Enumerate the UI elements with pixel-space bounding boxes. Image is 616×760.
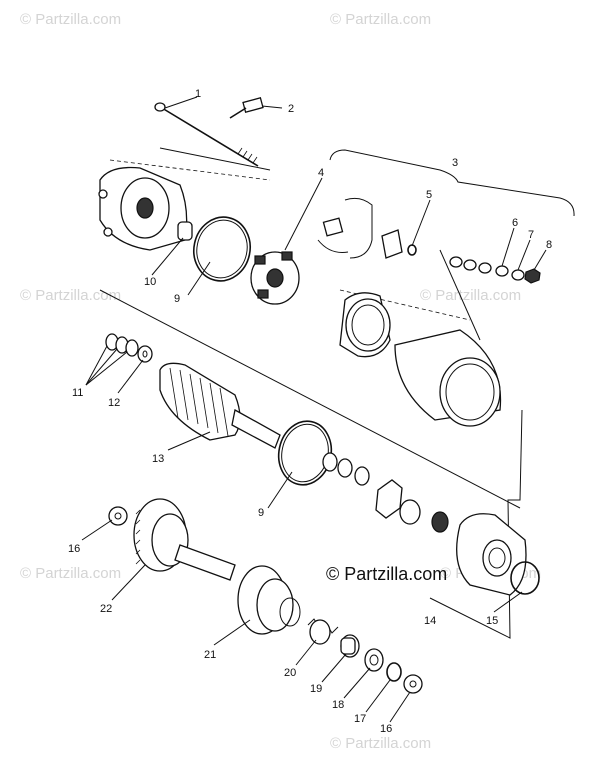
callout-3: 3 — [452, 157, 458, 169]
callout-14: 14 — [424, 615, 436, 627]
part-brush-holder — [250, 251, 300, 305]
callout-16-bottom: 16 — [380, 723, 392, 735]
watermark-layer: © Partzilla.com © Partzilla.com © Partzi… — [20, 11, 541, 752]
callout-8: 8 — [546, 239, 552, 251]
callout-21: 21 — [204, 649, 216, 661]
part-washers-11 — [105, 333, 139, 357]
callout-19: 19 — [310, 683, 322, 695]
part-o-ring-top — [193, 216, 251, 282]
watermark-top-left: © Partzilla.com — [20, 11, 121, 28]
part-bolt-2 — [229, 97, 264, 119]
part-through-bolt — [154, 102, 259, 167]
watermark-top-right: © Partzilla.com — [330, 11, 431, 28]
callout-16-top: 16 — [68, 543, 80, 555]
part-bearing-18 — [364, 648, 384, 672]
part-brush-cover — [339, 292, 391, 358]
part-yoke — [394, 329, 502, 427]
watermark-bottom-right: © Partzilla.com — [330, 735, 431, 752]
part-snap-ring-17 — [386, 662, 402, 682]
part-rear-housing — [98, 166, 193, 251]
callout-15: 15 — [486, 615, 498, 627]
part-washer-12 — [137, 345, 153, 363]
part-brush-leads — [317, 197, 403, 259]
callout-18: 18 — [332, 699, 344, 711]
part-washer-16b — [403, 674, 423, 694]
part-shaft-washers — [322, 452, 370, 486]
callout-20: 20 — [284, 667, 296, 679]
part-front-housing — [456, 513, 527, 596]
callout-7: 7 — [528, 229, 534, 241]
callout-17: 17 — [354, 713, 366, 725]
callout-11: 11 — [72, 387, 83, 399]
callout-2: 2 — [288, 103, 294, 115]
watermark-mid-right: © Partzilla.com — [420, 287, 521, 304]
part-washer-16a — [108, 506, 128, 526]
callout-labels: 1 2 3 4 5 6 7 8 9 9 10 11 12 13 14 15 16… — [68, 88, 552, 735]
group-14-bracket — [429, 409, 523, 639]
group-3-bracket — [329, 149, 575, 217]
callout-6: 6 — [512, 217, 518, 229]
callout-9-lower: 9 — [258, 507, 264, 519]
callout-12: 12 — [108, 397, 120, 409]
part-collar-19 — [340, 634, 360, 658]
leader-lines — [81, 96, 547, 723]
part-gear-shaft — [133, 498, 236, 581]
part-o-ring-15 — [510, 561, 540, 595]
callout-22: 22 — [100, 603, 112, 615]
part-armature — [159, 362, 281, 449]
part-washers-nut — [449, 256, 541, 284]
callout-13: 13 — [152, 453, 164, 465]
callout-1: 1 — [195, 88, 201, 100]
watermark-center: © Partzilla.com — [326, 564, 447, 584]
callout-5: 5 — [426, 189, 432, 201]
part-spring-20 — [307, 618, 339, 645]
watermark-mid-left: © Partzilla.com — [20, 287, 121, 304]
callout-4: 4 — [318, 167, 324, 179]
callout-10: 10 — [144, 276, 156, 288]
part-bearings — [399, 499, 449, 533]
part-starter-clutch — [237, 565, 301, 635]
callout-9-top: 9 — [174, 293, 180, 305]
part-small-ring-5 — [407, 244, 417, 256]
watermark-lower-left: © Partzilla.com — [20, 565, 121, 582]
part-lock-plate — [375, 479, 403, 519]
